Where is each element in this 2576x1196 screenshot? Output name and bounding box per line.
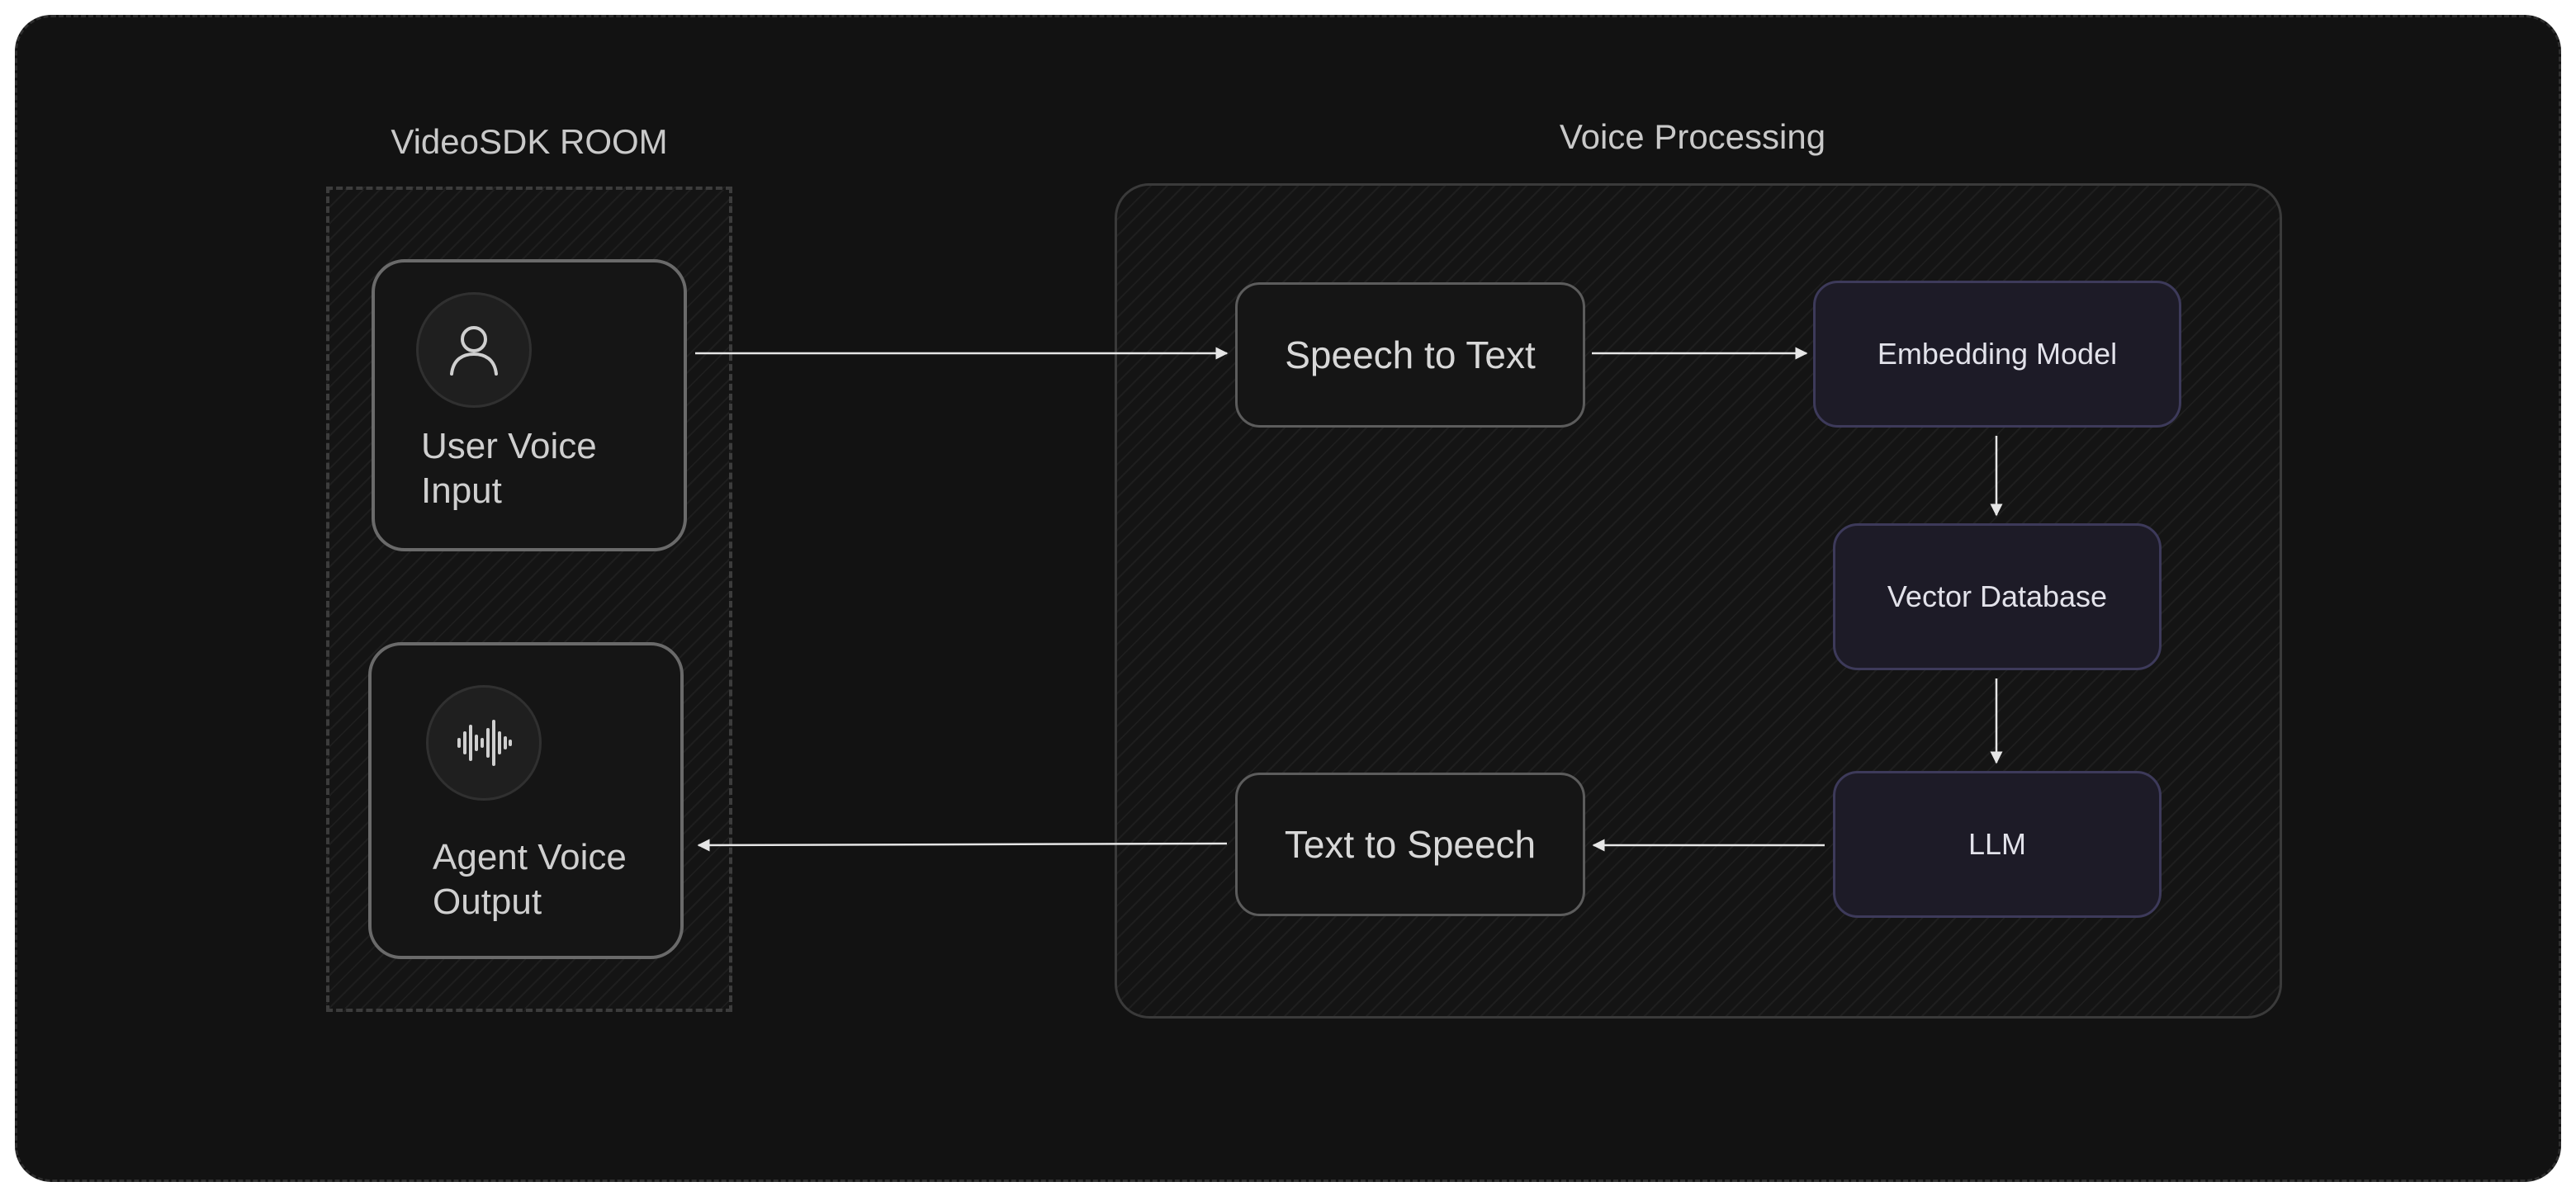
agent-voice-output-node: Agent Voice Output xyxy=(368,642,684,959)
room-group-title: VideoSDK ROOM xyxy=(391,122,668,161)
agent-voice-output-line2: Output xyxy=(433,882,542,922)
agent-voice-output-line1: Agent Voice xyxy=(433,837,627,877)
user-voice-input-line2: Input xyxy=(421,470,502,511)
agent-avatar xyxy=(426,685,542,801)
llm-node: LLM xyxy=(1833,771,2162,918)
embedding-model-node: Embedding Model xyxy=(1813,281,2181,428)
user-voice-input-node: User Voice Input xyxy=(372,259,687,551)
user-voice-input-line1: User Voice xyxy=(421,426,597,466)
agent-voice-output-label: Agent Voice Output xyxy=(433,835,627,924)
vector-database-node: Vector Database xyxy=(1833,523,2162,670)
user-voice-input-label: User Voice Input xyxy=(421,424,597,513)
user-avatar xyxy=(416,292,532,408)
text-to-speech-node: Text to Speech xyxy=(1235,773,1585,916)
waveform-icon xyxy=(457,720,512,766)
processing-group-title: Voice Processing xyxy=(1559,117,1826,156)
user-icon xyxy=(450,326,498,376)
speech-to-text-node: Speech to Text xyxy=(1235,282,1585,428)
